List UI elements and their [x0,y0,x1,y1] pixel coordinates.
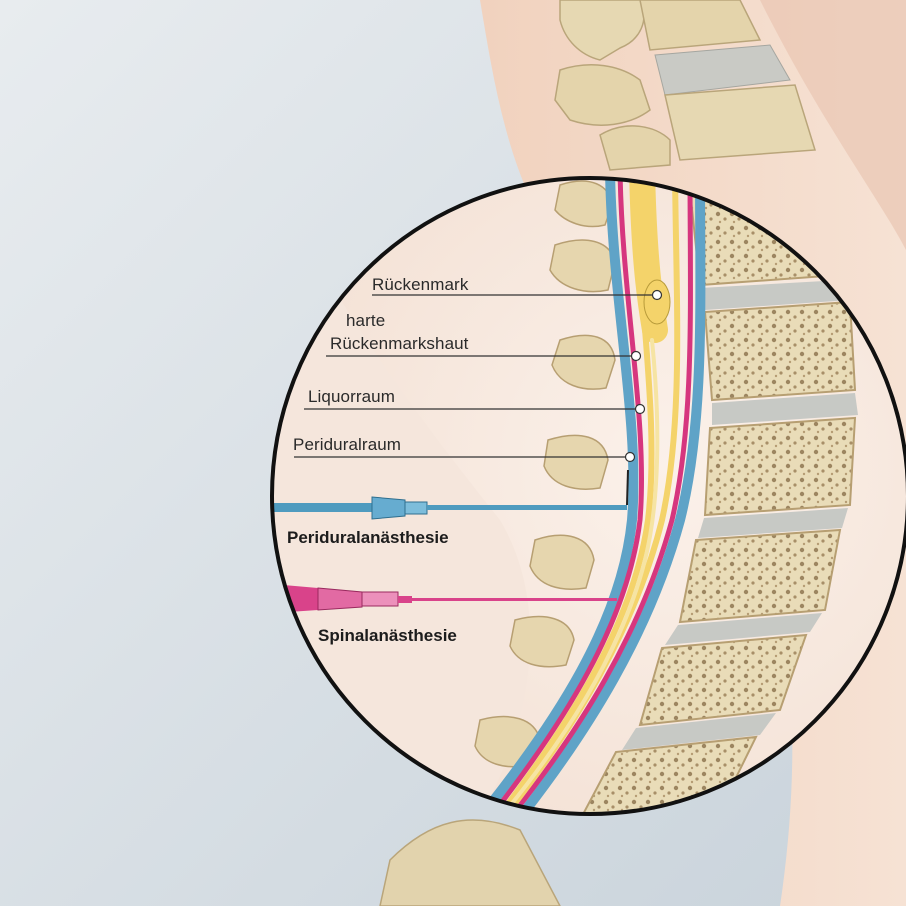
label-dura-line2: Rückenmarkshaut [330,334,469,353]
spinal-cord-conus [644,280,670,324]
label-dura-line1: harte [346,311,385,330]
label-csf-space: Liquorraum [308,387,395,406]
label-spinal-anesthesia: Spinalanästhesie [318,626,457,645]
label-epidural-anesthesia: Periduralanästhesie [287,528,449,547]
label-spinal-cord: Rückenmark [372,275,469,294]
label-epidural-space: Periduralraum [293,435,401,454]
